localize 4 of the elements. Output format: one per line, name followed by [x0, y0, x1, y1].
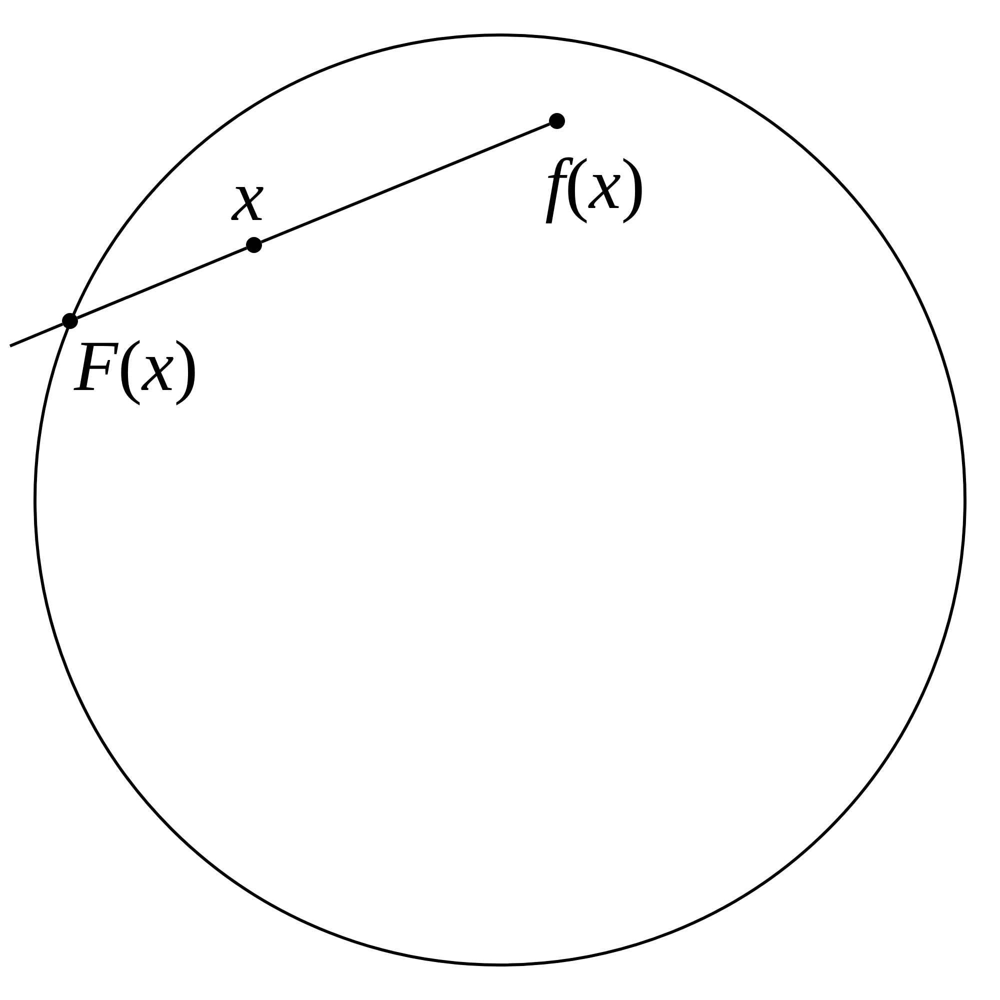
line-segment — [9, 322, 64, 348]
line-segment — [76, 246, 248, 320]
point-label: x — [232, 160, 264, 232]
line-segment — [260, 122, 550, 244]
